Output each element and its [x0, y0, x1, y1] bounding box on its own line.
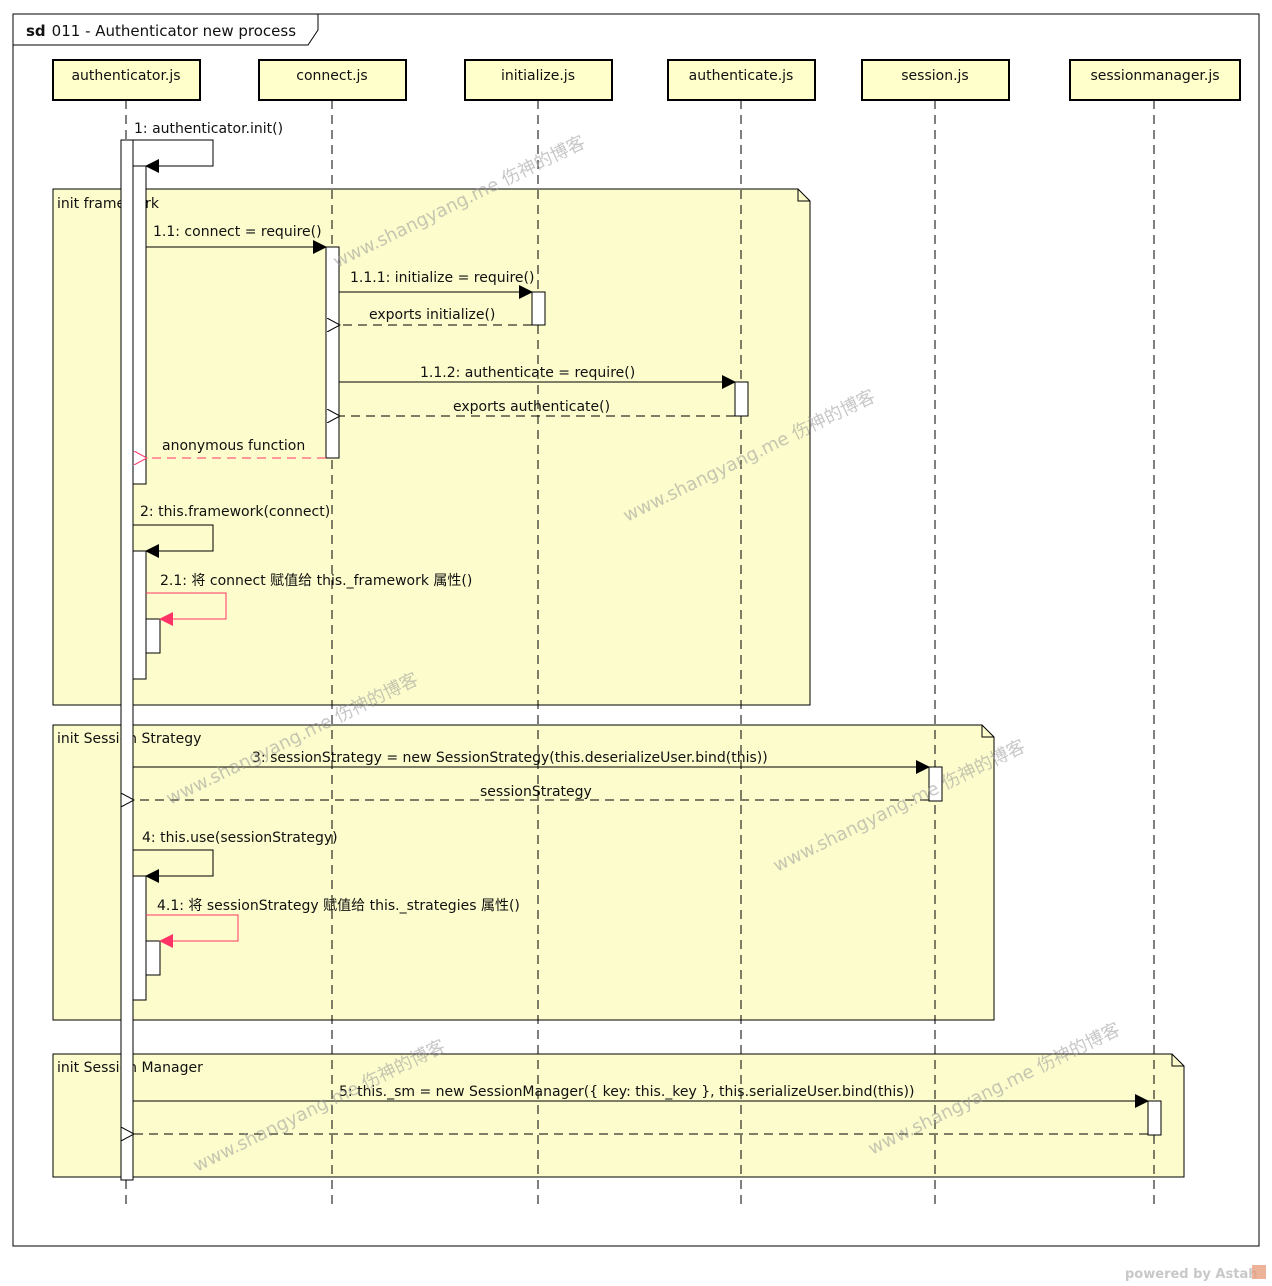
message-2-1: 2.1: 将 connect 赋值给 this._framework 属性(): [146, 573, 472, 626]
message-label: exports initialize(): [369, 307, 495, 323]
message-label: 1.1: connect = require(): [153, 224, 322, 240]
activation-use-assign: [145, 940, 161, 976]
message-label: sessionStrategy: [480, 784, 592, 800]
fragment-init-session-strategy: init Session Strategy: [52, 724, 995, 1021]
message-4-1: 4.1: 将 sessionStrategy 赋值给 this._strateg…: [146, 898, 520, 948]
return-1-1: anonymous function: [147, 438, 326, 458]
message-1-arrow: [133, 139, 214, 173]
message-1-1: 1.1: connect = require(): [146, 224, 327, 254]
fragment-init-framework: init framework: [52, 188, 811, 706]
lifeline-authenticate: authenticate.js: [667, 59, 816, 101]
message-2-arrow: [133, 524, 214, 558]
lifeline-session: session.js: [861, 59, 1010, 101]
return-1-1-2: exports authenticate(): [340, 399, 735, 416]
lifeline-label: sessionmanager.js: [1090, 68, 1219, 84]
message-4: 4: this.use(sessionStrategy): [133, 830, 338, 883]
lifeline-label: authenticator.js: [71, 68, 180, 84]
lifeline-sessionmanager: sessionmanager.js: [1069, 59, 1241, 101]
frame-title-tab: [12, 13, 319, 46]
lifeline-authenticator: authenticator.js: [52, 59, 201, 101]
lifeline-label: session.js: [901, 68, 968, 84]
message-label: 1: authenticator.init(): [134, 121, 283, 137]
message-label: 2: this.framework(connect): [140, 504, 330, 520]
message-label: 4: this.use(sessionStrategy): [142, 830, 338, 846]
lifeline-label: authenticate.js: [689, 68, 794, 84]
message-4-1-arrow: [146, 914, 239, 948]
activation-sessionmanager: [1147, 1100, 1162, 1136]
lifeline-initialize: initialize.js: [464, 59, 613, 101]
message-1-1-1: 1.1.1: initialize = require(): [339, 270, 534, 299]
message-5: 5: this._sm = new SessionManager({ key: …: [133, 1084, 1149, 1108]
activation-session: [928, 766, 943, 802]
message-label: anonymous function: [162, 438, 305, 454]
message-label: 5: this._sm = new SessionManager({ key: …: [339, 1084, 914, 1100]
return-1-1-1: exports initialize(): [340, 307, 532, 325]
activation-use: [132, 875, 147, 1001]
message-3: 3: sessionStrategy = new SessionStrategy…: [133, 750, 930, 774]
message-label: exports authenticate(): [453, 399, 610, 415]
activation-bars: [120, 139, 1162, 1181]
activation-framework-assign: [145, 618, 161, 654]
powered-by-footer: powered by Astah: [1125, 1267, 1257, 1282]
activation-authenticator-init: [132, 165, 147, 485]
message-1-1-2: 1.1.2: authenticate = require(): [339, 365, 736, 389]
activation-connect: [325, 246, 340, 459]
message-2: 2: this.framework(connect): [133, 504, 330, 558]
message-label: 2.1: 将 connect 赋值给 this._framework 属性(): [160, 573, 472, 589]
activation-authenticate: [734, 381, 749, 417]
lifeline-connect: connect.js: [258, 59, 407, 101]
lifeline-label: connect.js: [296, 68, 367, 84]
activation-authenticator-main: [120, 139, 134, 1181]
message-2-1-arrow: [146, 592, 227, 626]
message-1: 1: authenticator.init(): [133, 121, 283, 173]
astah-logo-icon: [1252, 1265, 1266, 1279]
activation-framework: [132, 550, 147, 680]
message-label: 4.1: 将 sessionStrategy 赋值给 this._strateg…: [157, 898, 520, 914]
lifeline-label: initialize.js: [501, 68, 575, 84]
message-4-arrow: [133, 849, 214, 883]
activation-initialize: [531, 291, 546, 326]
message-label: 1.1.1: initialize = require(): [350, 270, 534, 286]
fragment-init-session-manager: init Session Manager: [52, 1053, 1185, 1178]
message-label: 3: sessionStrategy = new SessionStrategy…: [252, 750, 768, 766]
message-label: 1.1.2: authenticate = require(): [420, 365, 635, 381]
return-3: sessionStrategy: [134, 784, 929, 800]
